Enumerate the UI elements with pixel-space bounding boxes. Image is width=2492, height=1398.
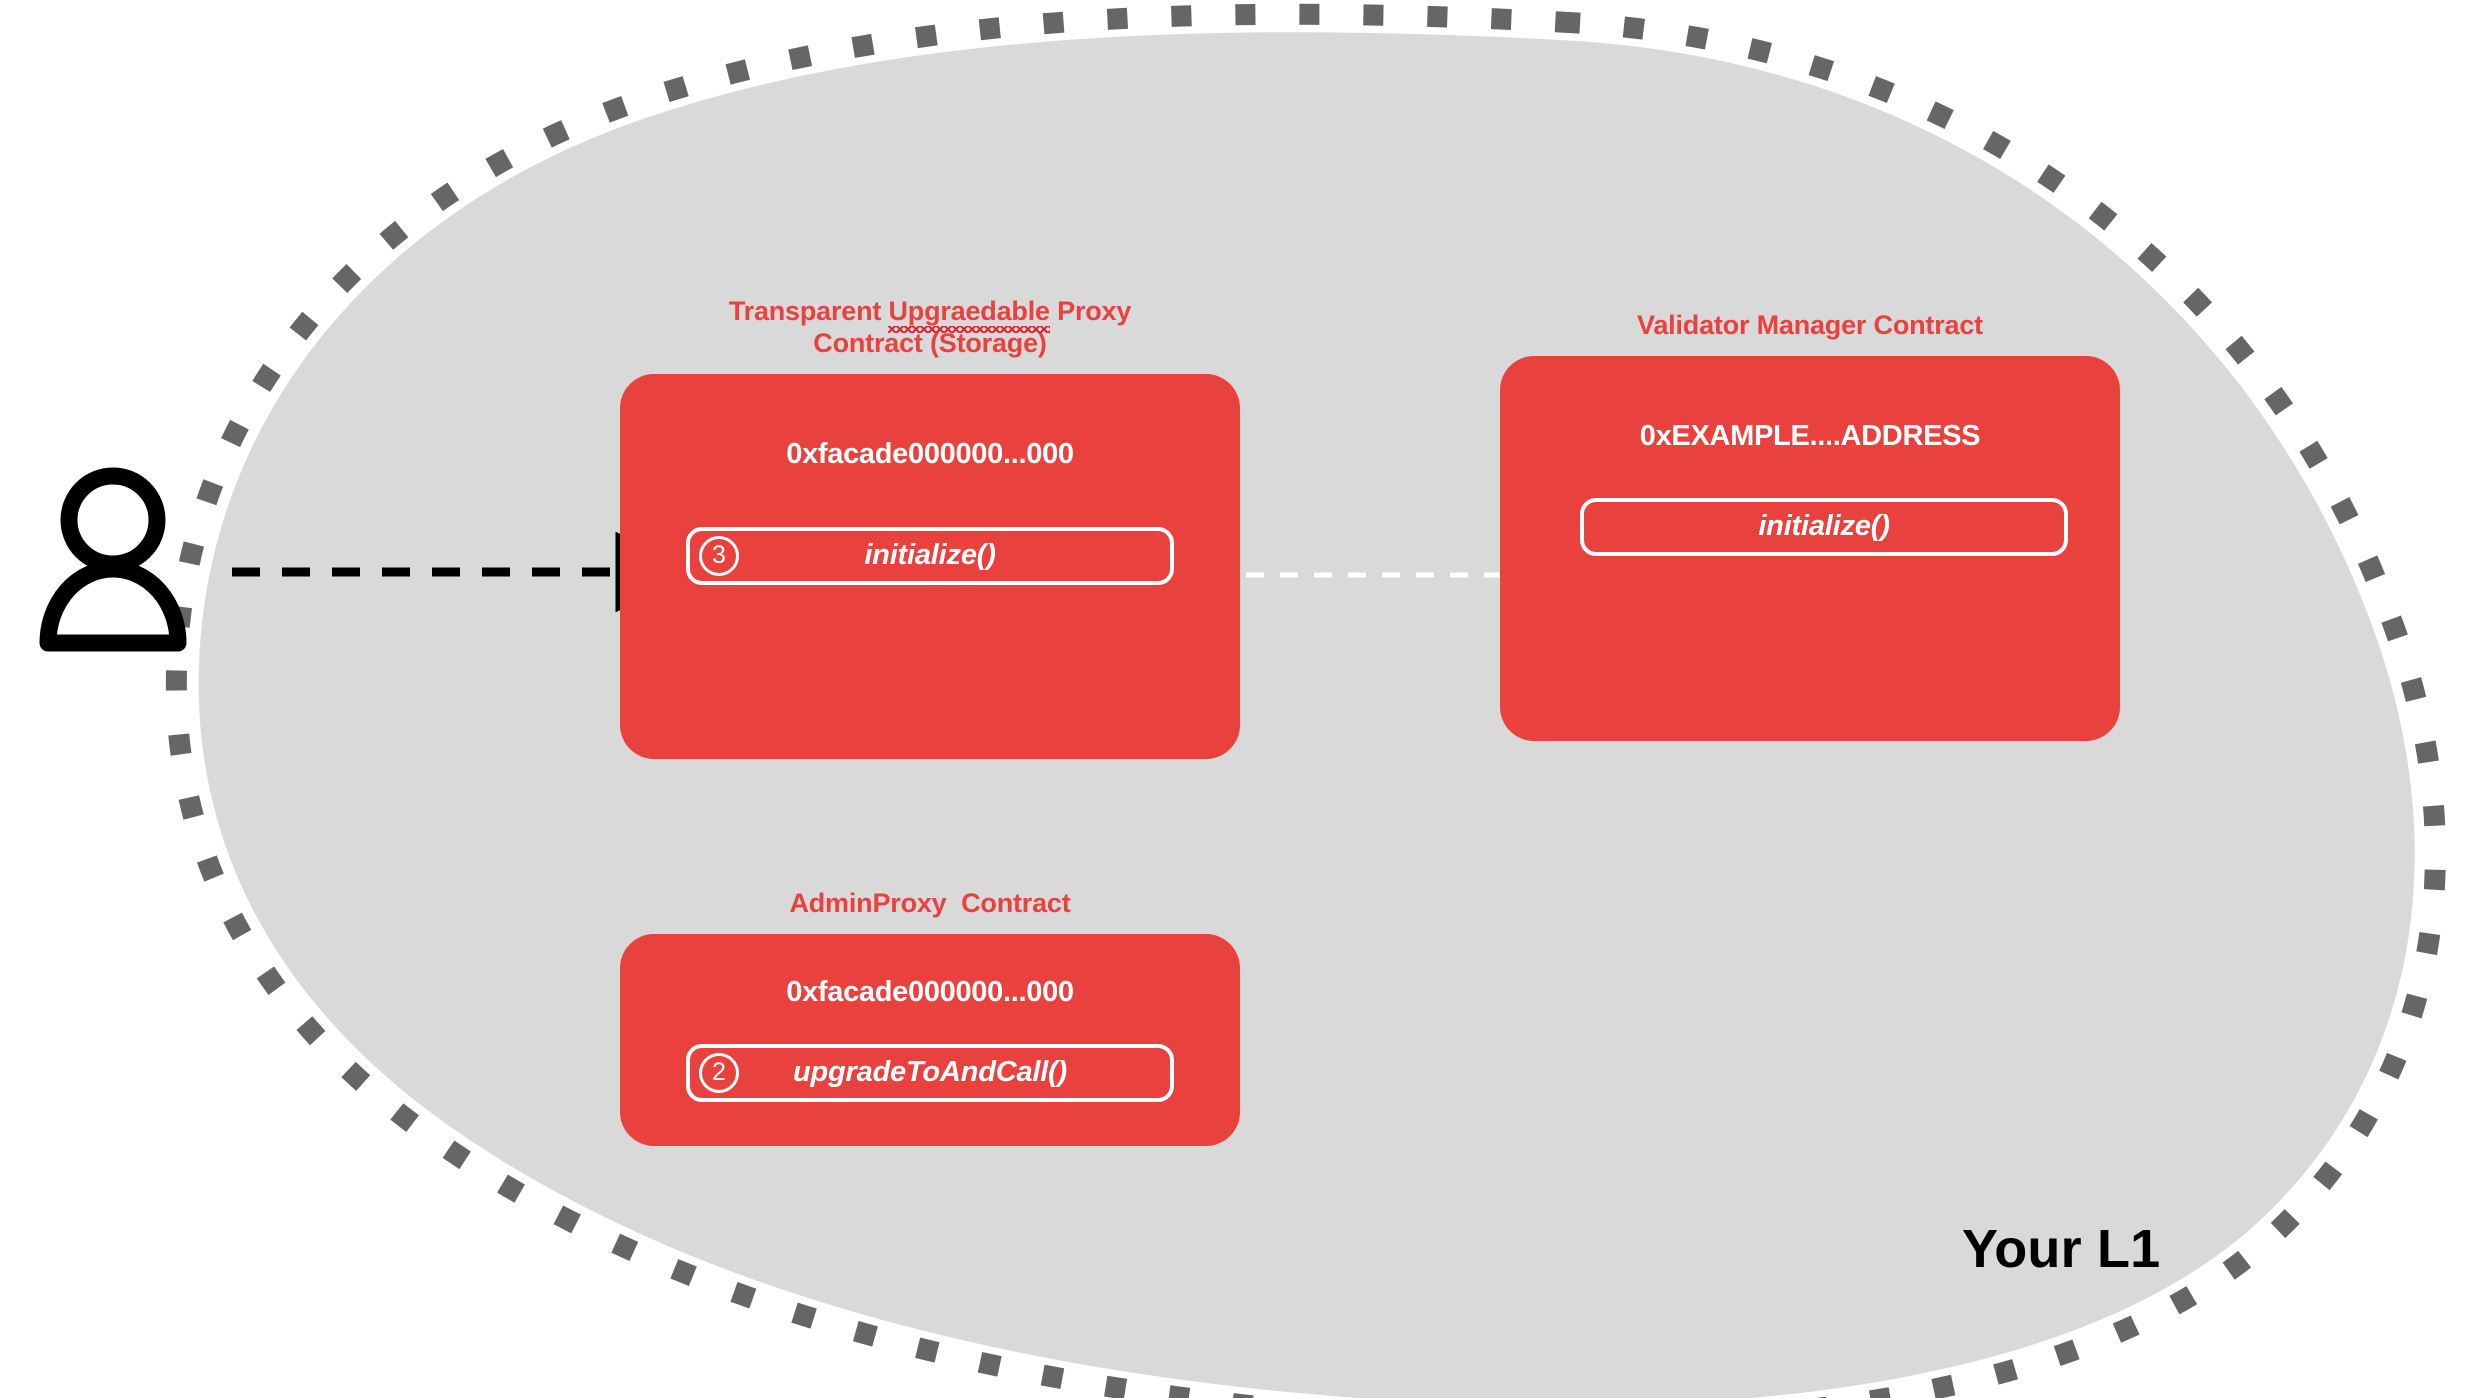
contract-box-transparent-upgradeable-proxy[interactable]: 0xfacade000000...000 3 initialize() [620, 373, 1240, 759]
network-caption-your-l1: Your L1 [1962, 1219, 2161, 1279]
method-pill-initialize-proxy[interactable]: 3 initialize() [686, 526, 1174, 585]
title-line-2: Contract (Storage) [813, 327, 1047, 358]
user-actor-icon [39, 467, 187, 652]
contract-address-transparent-upgradeable-proxy: 0xfacade000000...000 [786, 437, 1074, 470]
contract-title-validator-manager: Validator Manager Contract [1637, 310, 1983, 340]
blob-dashed-outline [165, 3, 2446, 1398]
user-body-icon [39, 560, 187, 652]
contract-validator-manager[interactable]: Validator Manager Contract 0xEXAMPLE....… [1500, 310, 2120, 741]
contract-box-validator-manager[interactable]: 0xEXAMPLE....ADDRESS initialize() [1500, 355, 2120, 741]
method-pill-upgrade-to-and-call[interactable]: 2 upgradeToAndCall() [686, 1043, 1174, 1102]
method-label-initialize: initialize() [1758, 510, 1890, 543]
title-part-post: Proxy [1049, 296, 1132, 326]
misspelled-word-upgraedable: Upgraedable [888, 296, 1051, 333]
contract-address-validator-manager: 0xEXAMPLE....ADDRESS [1639, 419, 1981, 452]
method-pill-initialize-validator-manager[interactable]: initialize() [1580, 497, 2068, 556]
contract-admin-proxy[interactable]: AdminProxy Contract 0xfacade000000...000… [620, 888, 1240, 1146]
method-step-badge-3: 3 [699, 535, 739, 576]
contract-title-admin-proxy: AdminProxy Contract [789, 888, 1071, 918]
user-head-icon [60, 467, 166, 573]
method-label-upgrade-to-and-call: upgradeToAndCall() [792, 1056, 1068, 1089]
method-step-badge-2: 2 [699, 1052, 739, 1093]
contract-address-admin-proxy: 0xfacade000000...000 [786, 975, 1074, 1008]
contract-box-admin-proxy[interactable]: 0xfacade000000...000 2 upgradeToAndCall(… [620, 933, 1240, 1146]
method-label-initialize: initialize() [864, 539, 996, 572]
title-part-pre: Transparent [728, 296, 889, 326]
